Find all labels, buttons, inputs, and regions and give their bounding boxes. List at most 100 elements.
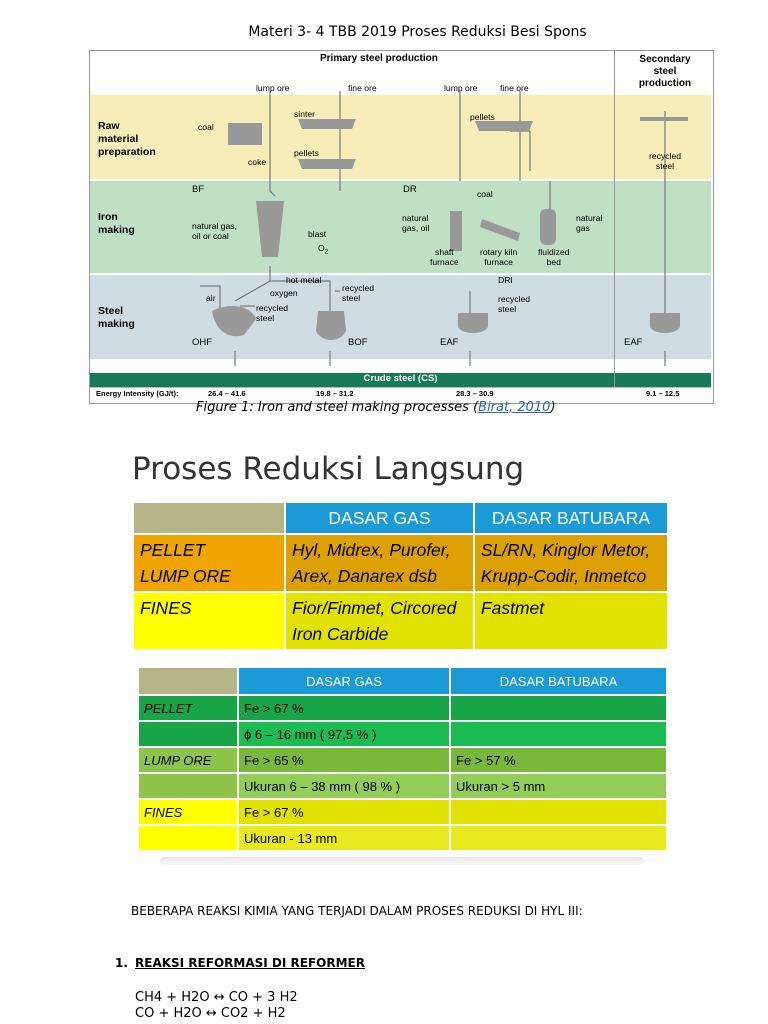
fine-ore-label-1: fine ore [348,83,377,93]
natural-gas-bf-label: natural gas,oil or coal [192,221,237,241]
table2-cell: Ukuran - 13 mm [237,824,451,852]
raw-material-band [90,95,711,179]
sinter-strand-icon [298,119,356,129]
section-title: Proses Reduksi Langsung [132,451,525,487]
lump-ore-label-1: lump ore [256,83,290,93]
page-header-title: Materi 3- 4 TBB 2019 Proses Reduksi Besi… [248,24,587,40]
table1-corner [132,501,286,535]
table1-cell: Fastmet [472,591,670,651]
table2-corner [137,666,239,696]
table2-cell [449,720,668,748]
oxygen-label: oxygen [270,288,298,298]
eaf-label-1: EAF [440,337,459,348]
dri-label: DRI [498,275,513,285]
coal-heap-icon [228,123,262,145]
coke-label: coke [248,157,267,167]
sinter-label: sinter [294,109,316,119]
table2-cell [449,798,668,826]
coal-label: coal [198,122,214,132]
table2-cell [449,824,668,852]
energy-value-ohf: 26.4 – 41.6 [208,389,246,398]
table2-cell: Fe > 67 % [237,798,451,826]
crude-steel-label: Crude steel (CS) [363,373,438,384]
steel-making-band [90,275,711,359]
crude-steel-bar [90,373,711,387]
table1-row-label: FINES [132,591,286,651]
eaf-icon-2 [650,313,680,333]
table2-cell: ϕ 6 – 16 mm ( 97,5 % ) [237,720,451,748]
table1-cell: Hyl, Midrex, Purofer,Arex, Danarex dsb [284,533,475,593]
air-label: air [206,293,216,303]
citation-link[interactable]: Birat, 2010 [478,400,551,415]
primary-title: Primary steel production [320,53,438,64]
scrap-crane-icon [640,117,688,141]
table2-cell [449,694,668,722]
pellets-label: pellets [294,148,319,158]
equation-2: CO + H2O ↔ CO2 + H2 [135,1006,286,1021]
energy-value-secondary: 9.1 – 12.5 [646,389,680,398]
secondary-divider [614,51,615,387]
bof-label: BOF [348,337,368,348]
divider-shadow [160,857,644,865]
table2-cell: Fe > 57 % [449,746,668,774]
lump-ore-label-2: lump ore [444,83,478,93]
fluidized-bed-icon [540,209,556,245]
table2-cell: Fe > 65 % [237,746,451,774]
ohf-icon [212,305,256,337]
table2-row-label: FINES [137,798,239,826]
bf-label: BF [192,184,205,195]
iron-making-band [90,181,711,273]
eaf-icon-1 [458,313,488,333]
table2-row-label [137,720,239,748]
bof-icon [316,311,346,340]
table2-cell: Ukuran > 5 mm [449,772,668,800]
energy-intensity-label: Energy Intensity (GJ/t): [96,389,179,398]
pelletizer-icon [298,159,356,169]
table2-cell: Ukuran 6 – 38 mm ( 98 % ) [237,772,451,800]
spec-table: DASAR GAS DASAR BATUBARA PELLET Fe > 67 … [137,666,668,852]
table1-header-gas: DASAR GAS [284,501,475,535]
table2-row-label: PELLET [137,694,239,722]
table1-header-coal: DASAR BATUBARA [472,501,670,535]
process-arrows [200,91,688,366]
pellets-dr-label: pellets [470,112,495,122]
o2-label: O2 [318,243,329,256]
dr-label: DR [403,184,417,195]
table2-header-coal: DASAR BATUBARA [449,666,668,696]
blast-label: blast [308,229,327,239]
table2-row-label [137,824,239,852]
equation-1: CH4 + H2O ↔ CO + 3 H2 [135,990,298,1005]
reformer-heading: REAKSI REFORMASI DI REFORMER [135,956,365,970]
fine-ore-label-2: fine ore [500,83,529,93]
list-item-number: 1. [115,956,128,970]
table2-row-label: LUMP ORE [137,746,239,774]
table2-header-gas: DASAR GAS [237,666,451,696]
shaft-furnace-icon [450,211,462,251]
ohf-label: OHF [192,337,213,348]
coal-dr-label: coal [477,189,493,199]
pelletizer-dr-icon [475,121,533,131]
figure-caption: Figure 1: Iron and steel making processe… [196,400,556,415]
table2-row-label [137,772,239,800]
rotary-kiln-icon [480,219,520,241]
reactions-intro: BEBERAPA REAKSI KIMIA YANG TERJADI DALAM… [131,904,583,918]
energy-value-eaf: 28.3 – 30.9 [456,389,494,398]
energy-value-bof: 19.8 – 31.2 [316,389,354,398]
